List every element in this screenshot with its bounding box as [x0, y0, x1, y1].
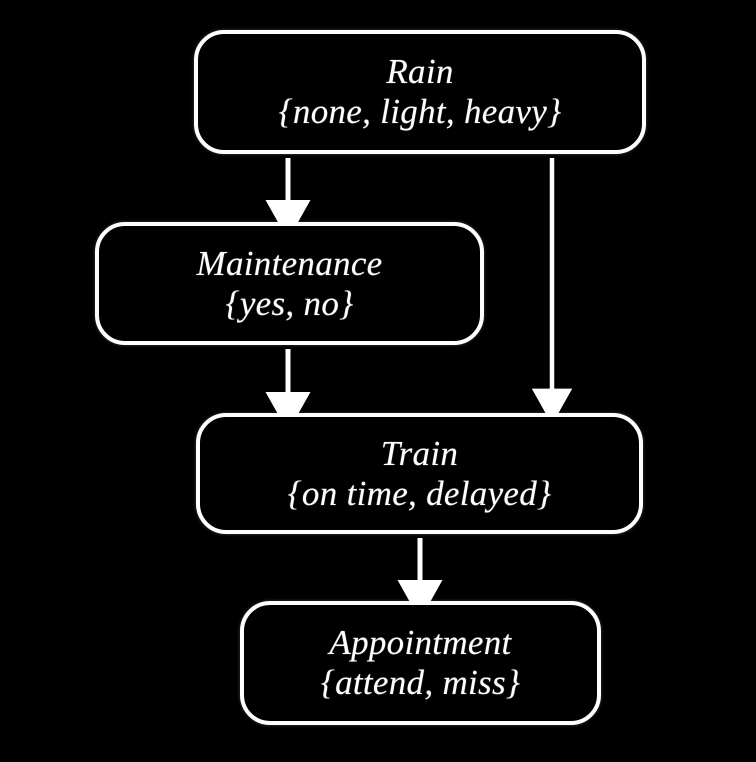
node-train[interactable]: Train {on time, delayed}	[196, 413, 643, 534]
node-rain-label: Rain	[386, 52, 454, 92]
node-train-states: {on time, delayed}	[287, 473, 552, 513]
node-train-label: Train	[380, 433, 459, 473]
node-rain[interactable]: Rain {none, light, heavy}	[194, 30, 646, 154]
node-maintenance-label: Maintenance	[196, 243, 383, 283]
node-maintenance-states: {yes, no}	[225, 283, 354, 323]
node-appointment-states: {attend, miss}	[320, 663, 521, 702]
node-maintenance[interactable]: Maintenance {yes, no}	[95, 222, 484, 345]
node-appointment-label: Appointment	[329, 623, 512, 663]
node-appointment[interactable]: Appointment {attend, miss}	[240, 601, 601, 725]
node-rain-states: {none, light, heavy}	[278, 92, 562, 131]
